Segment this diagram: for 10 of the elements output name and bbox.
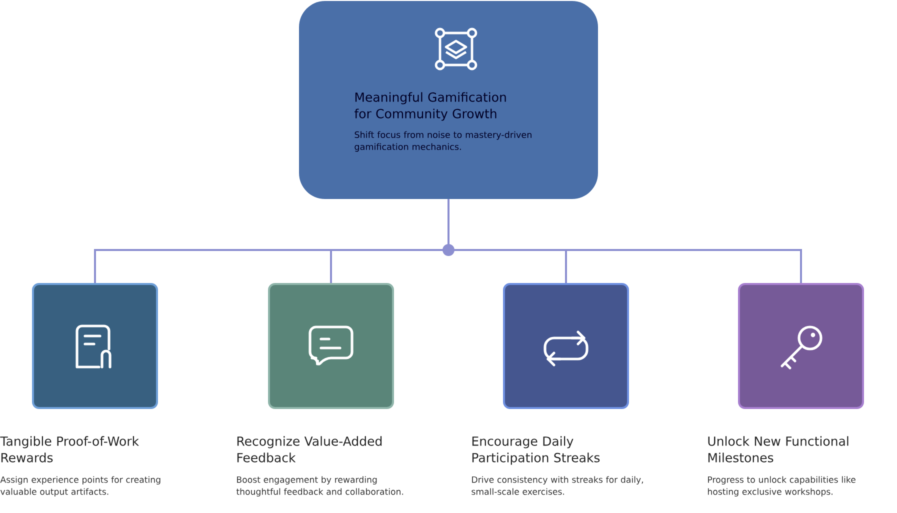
connector-line	[448, 199, 802, 283]
card-description: Boost engagement by rewarding thoughtful feedback and collaboration.	[236, 476, 404, 497]
card-title: Encourage Daily Participation Streaks	[472, 436, 600, 465]
card-title: Recognize Value-Added Feedback	[237, 436, 382, 462]
card-title: Unlock New Functional Milestones	[708, 436, 848, 462]
card-description: Assign experience points for creating valuable output artifacts.	[0, 476, 160, 497]
header-card: Meaningful Gamification for Community Growth Shift focus from noise to mastery-driven gamification mechanics.	[299, 1, 598, 199]
card-description: Drive consistency with streaks for daily, small-scale exercises.	[472, 476, 643, 495]
card-title: Tangible Proof-of-Work Rewards	[0, 436, 139, 462]
card-description: Progress to unlock capabilities like hosting exclusive workshops.	[708, 476, 856, 497]
